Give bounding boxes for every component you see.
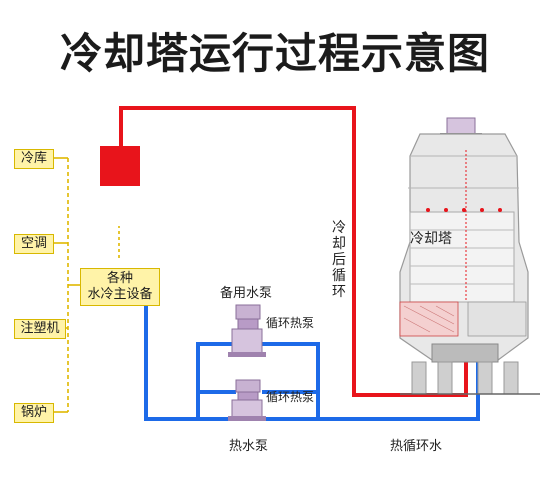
standby-pump-label: 备用水泵 <box>220 286 273 301</box>
cooling-tower <box>399 117 540 395</box>
fan-icon <box>446 117 476 135</box>
equipment-cold-storage: 冷库 <box>14 149 54 169</box>
circulation-pump-label-1: 循环热泵 <box>266 316 315 330</box>
equipment-injection-molding: 注塑机 <box>14 319 66 339</box>
water-cooled-host-box: 各种 水冷主设备 <box>80 268 160 306</box>
page-title: 冷却塔运行过程示意图 <box>59 29 490 78</box>
hot-water-pump-label: 热水泵 <box>229 439 269 454</box>
equipment-boiler: 锅炉 <box>14 403 54 423</box>
standby-pump <box>228 304 266 357</box>
cooled-return-label: 冷却后循环 <box>332 220 346 300</box>
hot-circulation-label: 热循环水 <box>390 439 443 454</box>
equipment-air-conditioner: 空调 <box>14 234 54 254</box>
heat-exchanger-box <box>100 146 140 186</box>
cooling-tower-label: 冷却塔 <box>410 231 452 247</box>
circulation-pump-label-2: 循环热泵 <box>266 390 315 404</box>
circulation-pump <box>228 379 266 421</box>
